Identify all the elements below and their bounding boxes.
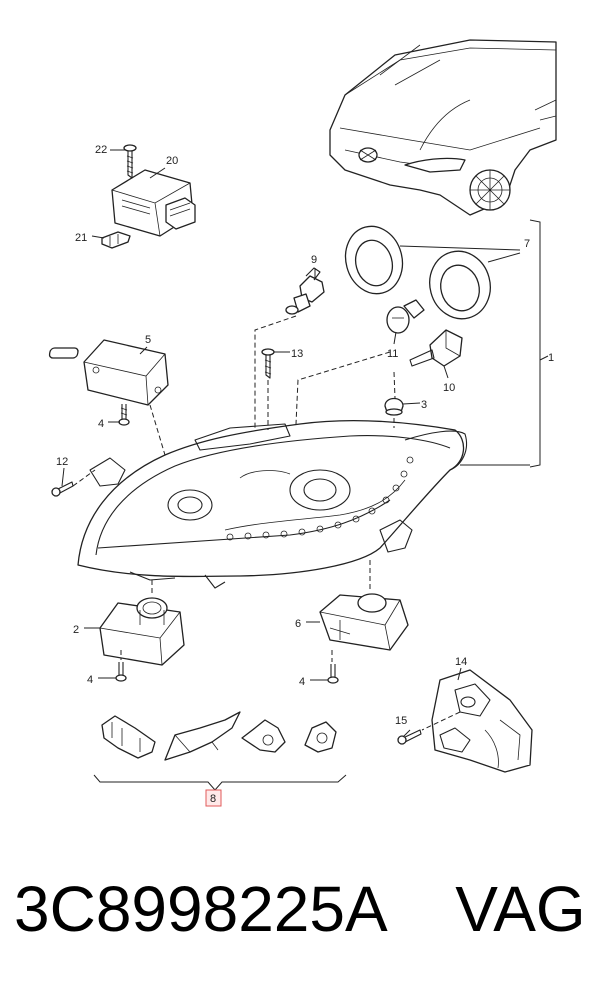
part-number: 3C8998225A <box>14 873 385 945</box>
brand-name: VAG <box>455 873 586 945</box>
part-8-small-parts-kit <box>101 711 337 761</box>
part-9-bulb <box>285 267 325 315</box>
part-13-screw <box>261 348 275 379</box>
callout-4-b: 4 <box>87 674 93 686</box>
callout-7: 7 <box>524 238 530 250</box>
callout-13: 13 <box>291 348 303 360</box>
part-14-bracket <box>431 669 533 773</box>
part-10-xenon-bulb <box>409 329 463 367</box>
callout-20: 20 <box>166 155 178 167</box>
callout-10: 10 <box>443 382 455 394</box>
parts-diagram: 22 20 21 7 1 9 11 10 13 3 5 4 12 2 6 4 4… <box>48 39 557 807</box>
callout-9: 9 <box>311 254 317 266</box>
callout-21: 21 <box>75 232 87 244</box>
callout-4-a: 4 <box>98 418 104 430</box>
part-2-ballast <box>99 597 185 666</box>
led-strip <box>226 456 414 541</box>
callout-2: 2 <box>73 624 79 636</box>
part-4-screw-c <box>327 664 339 684</box>
part-3-cap <box>384 397 404 416</box>
callout-5: 5 <box>145 334 151 346</box>
callout-labels: 22 20 21 7 1 9 11 10 13 3 5 4 12 2 6 4 4… <box>56 144 554 807</box>
part-number-footer: 3C8998225A VAG <box>14 872 594 946</box>
callout-14: 14 <box>455 656 467 668</box>
dashed-guide-lines <box>72 315 461 731</box>
part-4-screw-b <box>115 662 127 682</box>
part-11-bulb <box>386 299 425 334</box>
callout-8: 8 <box>210 793 216 805</box>
callout-3: 3 <box>421 399 427 411</box>
part-22-screw <box>123 144 137 179</box>
part-20-control-unit <box>111 169 196 237</box>
part-15-screw <box>397 729 422 745</box>
part-4-screw-a <box>118 404 130 426</box>
part-5-ballast <box>48 339 169 406</box>
car-illustration <box>329 39 557 216</box>
part-7-cover-caps <box>344 225 491 320</box>
callout-12: 12 <box>56 456 68 468</box>
part-12-screw <box>51 481 74 497</box>
callout-1: 1 <box>548 352 554 364</box>
callout-4-c: 4 <box>299 676 305 688</box>
callout-6: 6 <box>295 618 301 630</box>
callout-15: 15 <box>395 715 407 727</box>
part-6-bracket <box>319 593 409 651</box>
callout-11: 11 <box>387 348 398 360</box>
part-1-headlight-assembly <box>77 419 468 589</box>
callout-8-highlight <box>205 789 222 807</box>
part-21-clip <box>101 231 131 249</box>
callout-22: 22 <box>95 144 107 156</box>
